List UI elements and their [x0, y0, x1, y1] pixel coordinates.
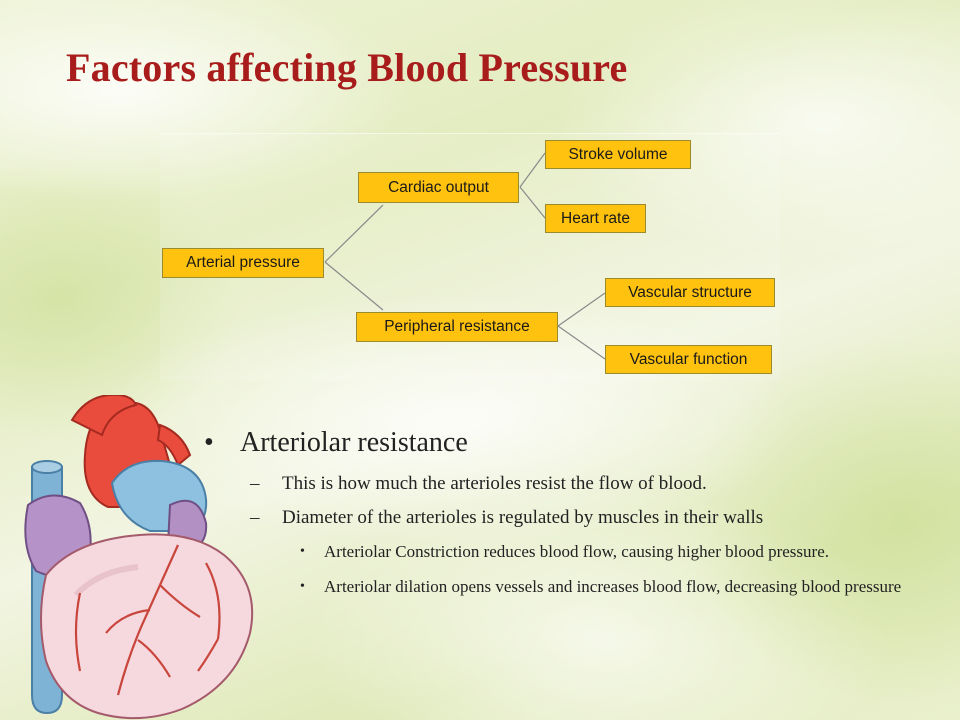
bullet-arteriolar-resistance: • Arteriolar resistance — [200, 426, 940, 460]
node-stroke-volume: Stroke volume — [545, 140, 691, 169]
sub-sub-item: • Arteriolar Constriction reduces blood … — [200, 540, 940, 564]
sub-item: – This is how much the arterioles resist… — [200, 472, 940, 496]
bullet-marker: • — [300, 579, 305, 594]
bullet-marker: • — [300, 544, 305, 559]
node-vascular-function: Vascular function — [605, 345, 772, 374]
node-peripheral-resistance: Peripheral resistance — [356, 312, 558, 342]
sub-item-text: This is how much the arterioles resist t… — [282, 473, 707, 494]
node-arterial-pressure: Arterial pressure — [162, 248, 324, 278]
sub-sub-item: • Arteriolar dilation opens vessels and … — [200, 575, 940, 599]
node-heart-rate: Heart rate — [545, 204, 646, 233]
content-bullets: • Arteriolar resistance – This is how mu… — [200, 426, 940, 610]
sub-sub-item-text: Arteriolar Constriction reduces blood fl… — [324, 542, 829, 561]
bullet-text: Arteriolar resistance — [240, 427, 468, 458]
sub-item-text: Diameter of the arterioles is regulated … — [282, 507, 764, 528]
sub-item: – Diameter of the arterioles is regulate… — [200, 506, 940, 530]
node-cardiac-output: Cardiac output — [358, 172, 519, 203]
heart-illustration-icon — [24, 395, 254, 720]
dash-marker: – — [250, 473, 260, 494]
dash-marker: – — [250, 507, 260, 528]
slide-title: Factors affecting Blood Pressure — [66, 45, 628, 90]
sub-sub-item-text: Arteriolar dilation opens vessels and in… — [324, 577, 902, 596]
node-vascular-structure: Vascular structure — [605, 278, 775, 307]
bullet-marker: • — [204, 427, 214, 458]
